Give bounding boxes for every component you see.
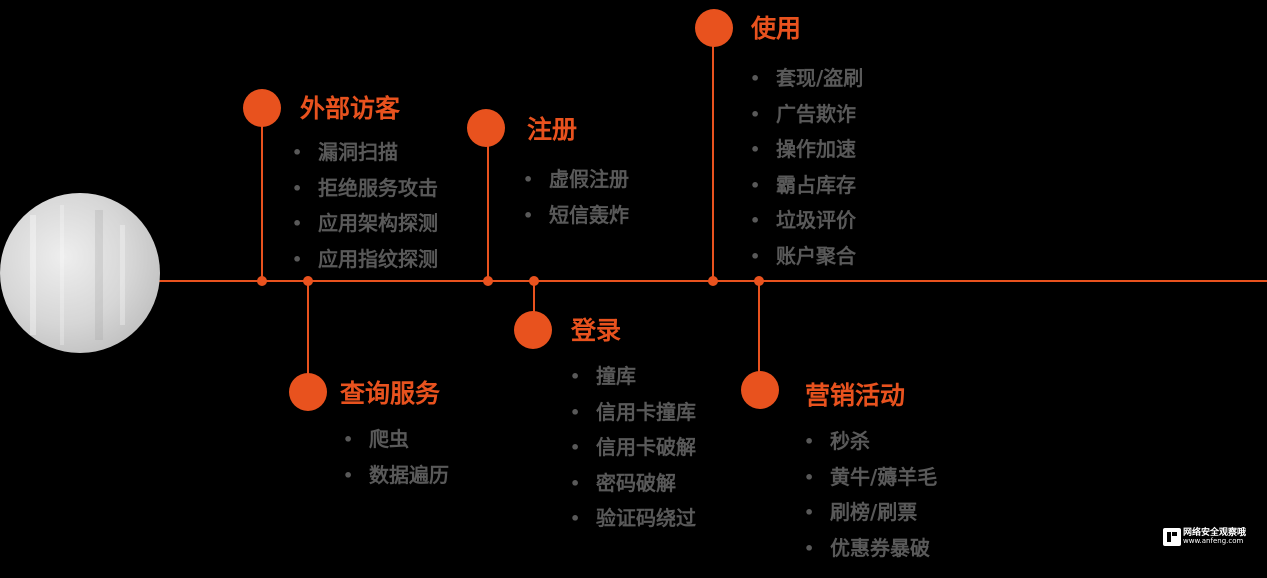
bullet-icon: • — [292, 249, 303, 269]
stage-title-marketing: 营销活动 — [805, 381, 906, 410]
list-item: •信用卡撞库 — [570, 395, 696, 431]
list-item: •漏洞扫描 — [292, 135, 438, 171]
stage-title-visitor: 外部访客 — [300, 94, 401, 123]
bullet-icon: • — [343, 465, 354, 485]
list-item: •数据遍历 — [343, 458, 449, 494]
stage-title-usage: 使用 — [751, 14, 802, 43]
list-item: •信用卡破解 — [570, 430, 696, 466]
bullet-icon: • — [804, 432, 815, 451]
connector-visitor — [243, 89, 281, 286]
list-item: •虚假注册 — [523, 162, 629, 198]
list-item: •应用指纹探测 — [292, 242, 438, 278]
bullet-icon: • — [292, 178, 303, 198]
stage-list-query: •爬虫 •数据遍历 — [343, 422, 449, 493]
list-item: •短信轰炸 — [523, 198, 629, 234]
list-item: •拒绝服务攻击 — [292, 171, 438, 207]
bullet-icon: • — [750, 246, 761, 266]
start-photo-circle — [0, 193, 160, 353]
bullet-icon: • — [570, 367, 581, 386]
list-item: •广告欺诈 — [750, 97, 863, 133]
stage-title-login: 登录 — [571, 316, 622, 345]
bullet-icon: • — [750, 69, 761, 88]
connector-marketing — [741, 276, 779, 409]
bullet-icon: • — [804, 503, 815, 522]
list-item: •垃圾评价 — [750, 203, 863, 239]
stage-list-register: •虚假注册 •短信轰炸 — [523, 162, 629, 233]
bullet-icon: • — [804, 538, 815, 558]
stage-list-usage: •套现/盗刷 •广告欺诈 •操作加速 •霸占库存 •垃圾评价 •账户聚合 — [750, 61, 863, 274]
watermark-logo-icon — [1163, 528, 1181, 546]
bullet-icon: • — [523, 205, 534, 225]
watermark-name: 网络安全观察哦 — [1183, 528, 1247, 538]
stage-list-marketing: •秒杀 •黄牛/薅羊毛 •刷榜/刷票 •优惠券暴破 — [804, 424, 937, 566]
bullet-icon: • — [343, 430, 354, 449]
list-item: •应用架构探测 — [292, 206, 438, 242]
list-item: •刷榜/刷票 — [804, 495, 937, 531]
stage-title-register: 注册 — [527, 115, 578, 144]
bullet-icon: • — [570, 473, 581, 493]
watermark: 网络安全观察哦 www.anfeng.com — [1163, 527, 1246, 547]
bullet-icon: • — [570, 509, 581, 528]
list-item: •霸占库存 — [750, 168, 863, 204]
bullet-icon: • — [570, 402, 581, 422]
connector-login — [514, 276, 552, 349]
bullet-icon: • — [292, 214, 303, 233]
connector-usage — [695, 9, 733, 286]
list-item: •套现/盗刷 — [750, 61, 863, 97]
stage-list-login: •撞库 •信用卡撞库 •信用卡破解 •密码破解 •验证码绕过 — [570, 359, 696, 537]
bullet-icon: • — [292, 143, 303, 162]
stage-list-visitor: •漏洞扫描 •拒绝服务攻击 •应用架构探测 •应用指纹探测 — [292, 135, 438, 277]
bullet-icon: • — [750, 140, 761, 159]
bullet-icon: • — [750, 104, 761, 124]
list-item: •黄牛/薅羊毛 — [804, 460, 937, 496]
list-item: •撞库 — [570, 359, 696, 395]
list-item: •秒杀 — [804, 424, 937, 460]
bullet-icon: • — [750, 175, 761, 195]
list-item: •优惠券暴破 — [804, 531, 937, 567]
list-item: •账户聚合 — [750, 239, 863, 275]
list-item: •爬虫 — [343, 422, 449, 458]
list-item: •验证码绕过 — [570, 501, 696, 537]
bullet-icon: • — [523, 170, 534, 189]
stage-title-query: 查询服务 — [340, 379, 441, 408]
list-item: •密码破解 — [570, 466, 696, 502]
connector-register — [467, 109, 505, 286]
connector-query — [289, 276, 327, 411]
list-item: •操作加速 — [750, 132, 863, 168]
bullet-icon: • — [804, 467, 815, 487]
bullet-icon: • — [570, 438, 581, 457]
watermark-url: www.anfeng.com — [1183, 537, 1244, 545]
bullet-icon: • — [750, 211, 761, 230]
